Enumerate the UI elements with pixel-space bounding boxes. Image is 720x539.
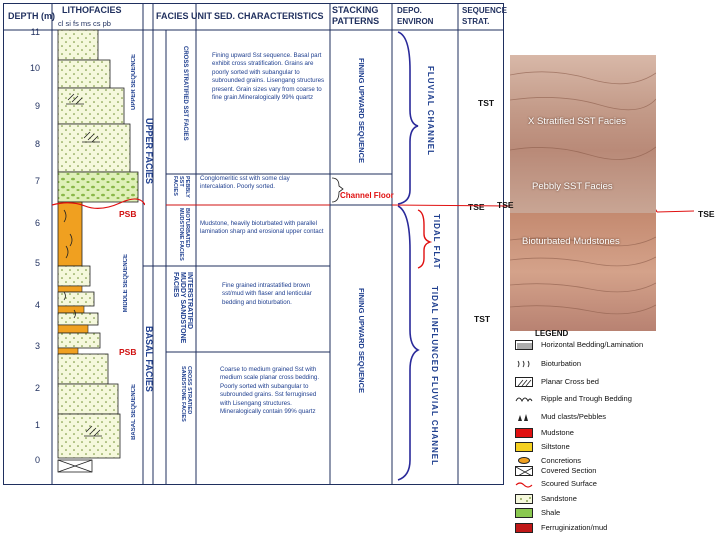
concretion-icon [518,457,530,464]
psb-label-upper: PSB [119,209,136,219]
legend-item: Mudstone [515,427,720,441]
stacking-upper-label: FINING UPWARD SEQUENCE [357,58,366,163]
tse-photo-label: TSE [497,200,514,210]
facies-unit-name: BIOTURBATED MUDSTONE FACIES [172,208,190,263]
header-sed-characteristics: SED. CHARACTERISTICS [214,11,324,21]
legend-title: LEGEND [535,329,568,338]
upper-sequence-label: UPPER SEQUENCE [131,54,137,110]
legend-label: Ferruginization/mud [541,522,607,534]
bioturbation-icon [515,359,533,369]
scoured-surface-icon [515,479,533,489]
upper-facies-label: UPPER FACIES [144,118,154,184]
facies-unit-name: CROSS STRATIED SANDSTONE FACIES [172,366,192,442]
sed-description: Fining upward Sst sequence. Basal part e… [212,52,326,102]
legend-label: Siltstone [541,441,570,453]
basal-facies-label: BASAL FACIES [144,326,154,392]
legend-item: Horizontal Bedding/Lamination [515,339,720,353]
sed-description: Fine grained intrastatified brown sst/mu… [222,282,322,307]
stacking-lower-label: FINING UPWARD SEQUENCE [357,288,366,393]
photo-label-pebbly: Pebbly SST Facies [532,181,613,192]
middle-sequence-label: MIDDLE SEQUENCE [123,254,129,312]
outcrop-photo [510,55,656,331]
legend-label: Sandstone [541,493,577,505]
facies-unit-name: INTERSTRATIFID MUDDY SANDSTONE FACIES [169,272,193,348]
legend-label: Scoured Surface [541,478,597,490]
tidal-fluvial-label: TIDAL INFLUNCED FLUVIAL CHANNEL [430,286,439,466]
legend-item: Covered Section [515,465,720,479]
mud-clasts-icon [515,412,533,422]
tst-lower-label: TST [474,314,490,324]
photo-label-bioturbated: Bioturbated Mudstones [522,236,620,247]
covered-section-icon [515,466,533,476]
legend-item: Sandstone [515,493,720,507]
facies-unit-name: PEBBLY SST FACIES [172,176,190,204]
legend-label: Mudstone [541,427,574,439]
legend-label: Covered Section [541,465,596,477]
header-facies-unit: FACIES UNIT [156,11,212,21]
legend-item: Ripple and Trough Bedding [515,391,720,405]
psb-label-lower: PSB [119,347,136,357]
legend-item: Ferruginization/mud [515,522,720,536]
shale-swatch-icon [515,508,533,518]
legend-item: Mud clasts/Pebbles [515,411,720,425]
horizontal-lamination-icon [515,340,533,350]
ferruginization-swatch-icon [515,523,533,533]
legend-item: Scoured Surface [515,478,720,492]
sed-description: Conglomeritic sst with some clay interca… [200,175,326,192]
tse-right-label: TSE [698,209,715,219]
legend-item: Bioturbation [515,358,720,372]
legend-item: Shale [515,507,720,521]
channel-floor-label: Channel Floor [340,191,394,200]
facies-unit-name: CROSS STRATIFIED SST FACIES [174,46,188,166]
legend-label: Planar Cross bed [541,376,599,388]
legend-label: Horizontal Bedding/Lamination [541,339,643,351]
sed-description: Mudstone, heavily bioturbated with paral… [200,220,326,237]
mudstone-swatch-icon [515,428,533,438]
legend-item: Siltstone [515,441,720,455]
sandstone-swatch-icon [515,494,533,504]
legend-label: Shale [541,507,560,519]
sed-description: Coarse to medium grained Sst with medium… [220,366,326,416]
legend-label: Mud clasts/Pebbles [541,411,606,423]
legend-label: Bioturbation [541,358,581,370]
ripple-trough-icon [515,392,533,404]
header-stacking-patterns: STACKING PATTERNS [332,5,379,27]
siltstone-swatch-icon [515,442,533,452]
basal-sequence-label: BASAL SEQUENCE [131,384,137,440]
photo-label-x-stratified: X Stratified SST Facies [528,116,626,127]
planar-cross-bed-icon [515,377,533,387]
legend-label: Ripple and Trough Bedding [541,393,632,405]
lithology-column [0,0,145,485]
legend-item: Planar Cross bed [515,376,720,390]
